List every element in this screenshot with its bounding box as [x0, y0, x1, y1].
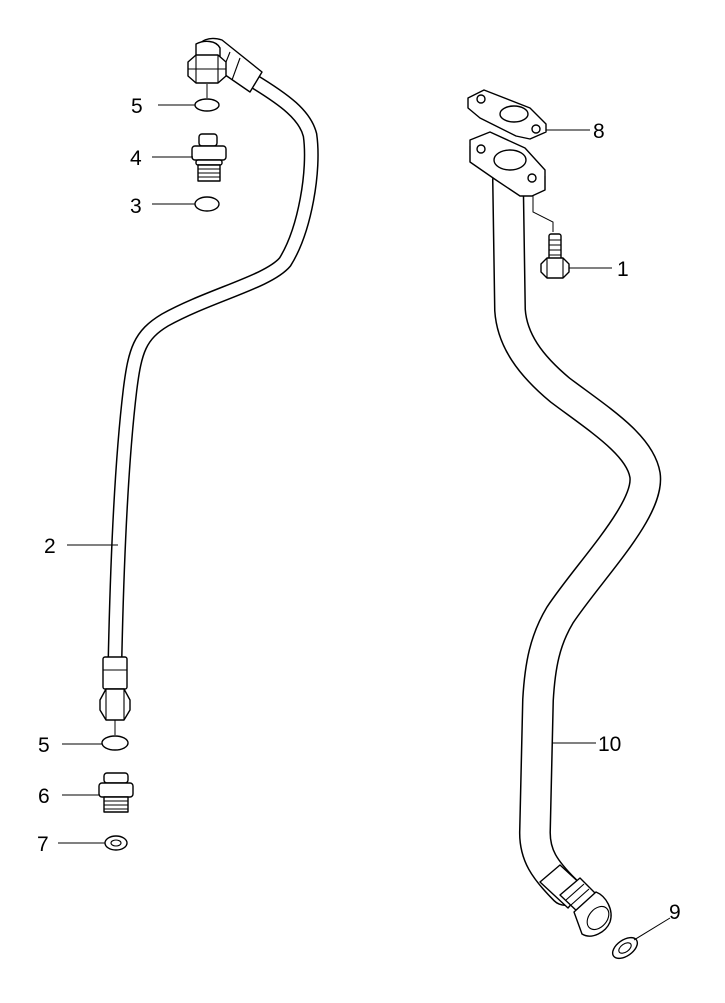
o-ring-bottom — [101, 735, 129, 751]
gasket-8 — [467, 89, 547, 140]
adapter-fitting — [191, 133, 227, 182]
top-elbow-fitting — [195, 37, 263, 93]
pipe-threaded-end — [539, 864, 612, 937]
callout-9: 9 — [669, 901, 681, 924]
oil-feed-pipe — [107, 72, 319, 668]
callout-7: 7 — [37, 833, 49, 856]
callout-6: 6 — [38, 785, 50, 808]
bolt-1 — [540, 233, 570, 279]
oil-return-pipe — [492, 164, 662, 906]
callout-3: 3 — [130, 195, 142, 218]
callout-5-bottom: 5 — [38, 734, 50, 757]
leader-9 — [633, 917, 671, 941]
callout-4: 4 — [130, 147, 142, 170]
callout-5-top: 5 — [131, 95, 143, 118]
callout-8: 8 — [593, 120, 605, 143]
o-ring-top — [194, 98, 220, 112]
top-hex-nut — [187, 54, 227, 84]
washer-7 — [104, 835, 128, 851]
callout-1: 1 — [617, 258, 629, 281]
pipe-lower-fitting — [99, 656, 131, 721]
washer-9 — [611, 936, 639, 960]
callout-2: 2 — [44, 535, 56, 558]
o-ring-3 — [194, 196, 220, 212]
callout-10: 10 — [598, 733, 621, 756]
pipe-flange — [469, 131, 546, 197]
connector-fitting — [98, 772, 134, 813]
